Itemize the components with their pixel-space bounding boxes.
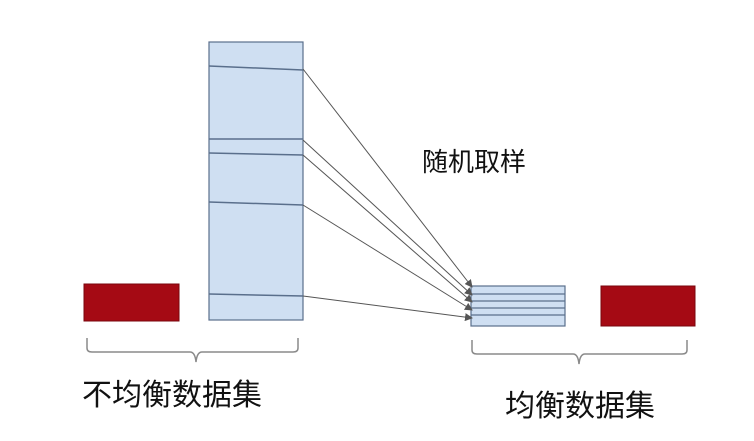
sampling-arrow bbox=[302, 68, 473, 288]
sampled-majority-block bbox=[470, 285, 566, 327]
minority-class-block-right bbox=[600, 285, 696, 327]
random-sampling-label: 随机取样 bbox=[422, 148, 527, 178]
sampling-arrow bbox=[302, 139, 473, 296]
sample-row-line bbox=[208, 152, 304, 156]
sample-row-line bbox=[208, 201, 304, 206]
imbalanced-dataset-label: 不均衡数据集 bbox=[82, 378, 262, 413]
sample-row-line bbox=[208, 65, 304, 71]
sampling-arrow bbox=[302, 295, 473, 322]
balanced-dataset-label: 均衡数据集 bbox=[505, 389, 655, 424]
majority-class-column bbox=[208, 41, 304, 321]
imbalanced-dataset-brace bbox=[86, 338, 299, 363]
minority-class-block-left bbox=[83, 283, 180, 322]
sampling-arrow bbox=[302, 154, 473, 303]
sample-row-line bbox=[208, 293, 304, 297]
balanced-dataset-brace bbox=[471, 340, 688, 365]
sampling-arrow bbox=[302, 204, 473, 311]
